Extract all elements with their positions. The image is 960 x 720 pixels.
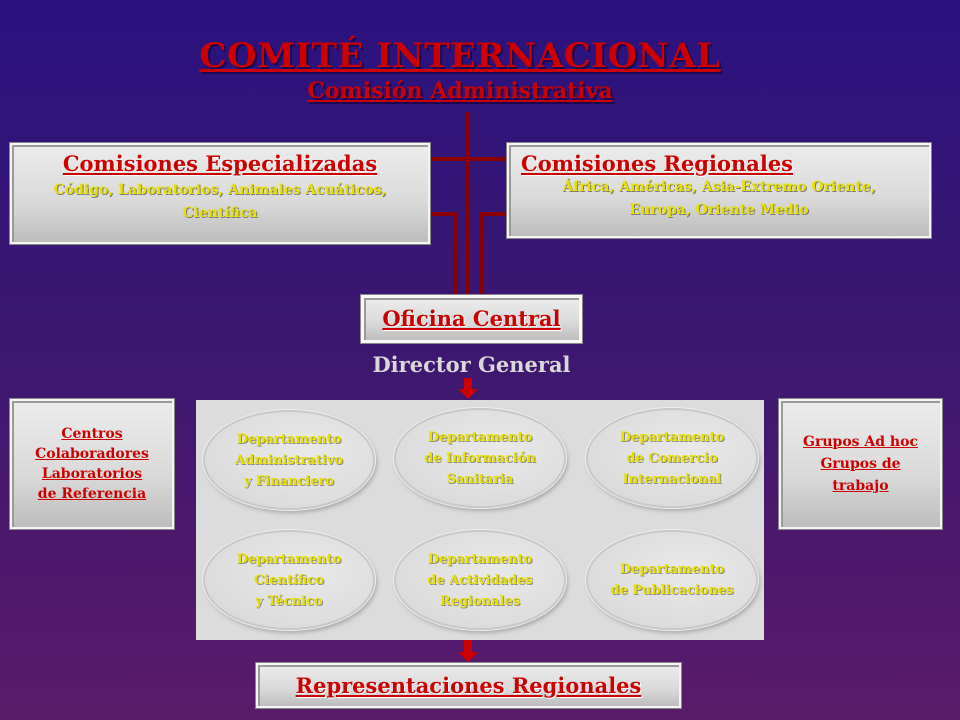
working-groups-text: Grupos Ad hoc Grupos de trabajo [803,434,918,494]
arrow-down-icon [458,389,478,399]
right-horizontal-connector-bottom [480,212,510,216]
arrow-stem-bottom [464,640,472,654]
department-administrative: Departamento Administrativo y Financiero [203,410,375,510]
central-office-title: Oficina Central [382,306,561,331]
committee-title: COMITÉ INTERNACIONAL [199,36,721,76]
department-international-trade: Departamento de Comercio Internacional [586,408,758,508]
director-general-label: Director General [372,352,571,377]
arrow-stem-top [464,378,472,390]
right-branch-vertical [480,212,484,297]
regional-commissions-title: Comisiones Regionales [521,151,794,176]
department-sanitary-information: Departamento de Información Sanitaria [394,408,566,508]
left-horizontal-connector-top [428,157,508,161]
collaborating-centres-box: Centros Colaboradores Laboratorios de Re… [10,399,174,529]
working-groups-box: Grupos Ad hoc Grupos de trabajo [779,399,942,529]
central-office-box: Oficina Central [361,295,582,343]
regional-representations-box: Representaciones Regionales [256,663,681,708]
regional-commissions-list: África, Américas, Asia-Extremo Oriente, … [562,179,876,218]
department-publications: Departamento de Publicaciones [586,530,758,630]
arrow-down-bottom-icon [458,652,478,662]
collaborating-centres-text: Centros Colaboradores Laboratorios de Re… [35,426,149,502]
specialized-commissions-box: Comisiones Especializadas Código, Labora… [10,143,430,244]
left-branch-vertical [454,212,458,297]
specialized-commissions-list: Código, Laboratorios, Animales Acuáticos… [53,182,387,221]
committee-subtitle: Comisión Administrativa [307,78,613,104]
main-vertical-connector [466,112,470,297]
department-scientific-technical: Departamento Científico y Técnico [203,530,375,630]
department-regional-activities: Departamento de Actividades Regionales [394,530,566,630]
regional-representations-title: Representaciones Regionales [295,673,642,698]
left-horizontal-connector-bottom [428,212,458,216]
regional-commissions-box: Comisiones Regionales África, Américas, … [507,143,931,238]
specialized-commissions-title: Comisiones Especializadas [62,151,378,176]
